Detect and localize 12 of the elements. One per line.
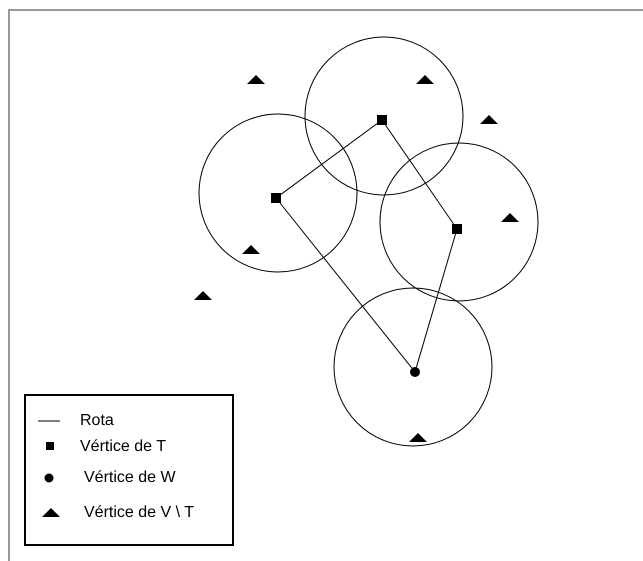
square-vertex (271, 193, 281, 203)
route-line (280, 202, 412, 369)
route-line (280, 123, 378, 195)
circle-vertex (410, 367, 420, 377)
route-line (384, 124, 454, 224)
legend-label: Vértice de W (84, 469, 176, 487)
legend-label: Vértice de T (80, 438, 166, 456)
legend-label: Rota (80, 412, 114, 430)
legend-label: Vértice de V \ T (84, 504, 194, 522)
square-vertex (377, 115, 387, 125)
square-vertex (452, 224, 462, 234)
route-line (416, 234, 456, 368)
